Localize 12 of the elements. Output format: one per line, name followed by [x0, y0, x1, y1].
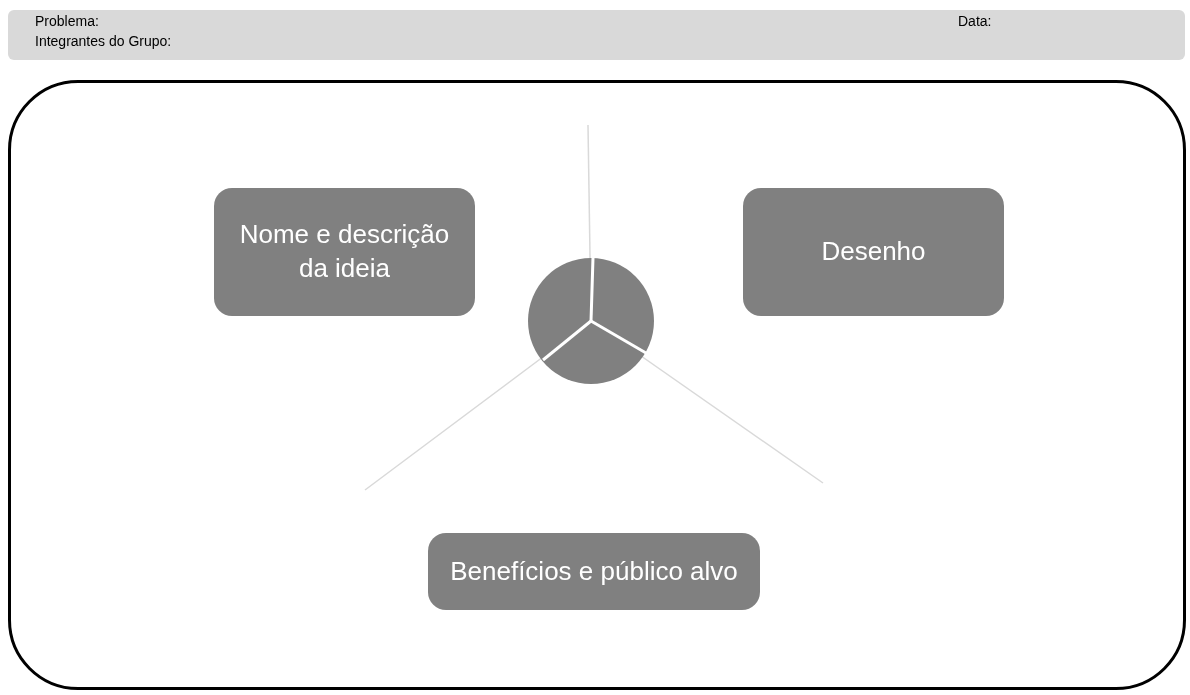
box-title: Nome e descrição da ideia — [238, 218, 451, 285]
box-title: Benefícios e público alvo — [450, 554, 738, 588]
pie-circle — [528, 258, 654, 384]
form-field-label: Data: — [958, 13, 992, 29]
form-field-label: Integrantes do Grupo: — [35, 33, 172, 49]
rounded-box — [428, 533, 760, 610]
box-title: Desenho — [821, 235, 926, 269]
header-band — [8, 10, 1185, 60]
rounded-box — [743, 188, 1004, 316]
form-field-label: Problema: — [35, 13, 99, 29]
frame-border — [8, 80, 1186, 690]
rounded-box — [214, 188, 475, 316]
